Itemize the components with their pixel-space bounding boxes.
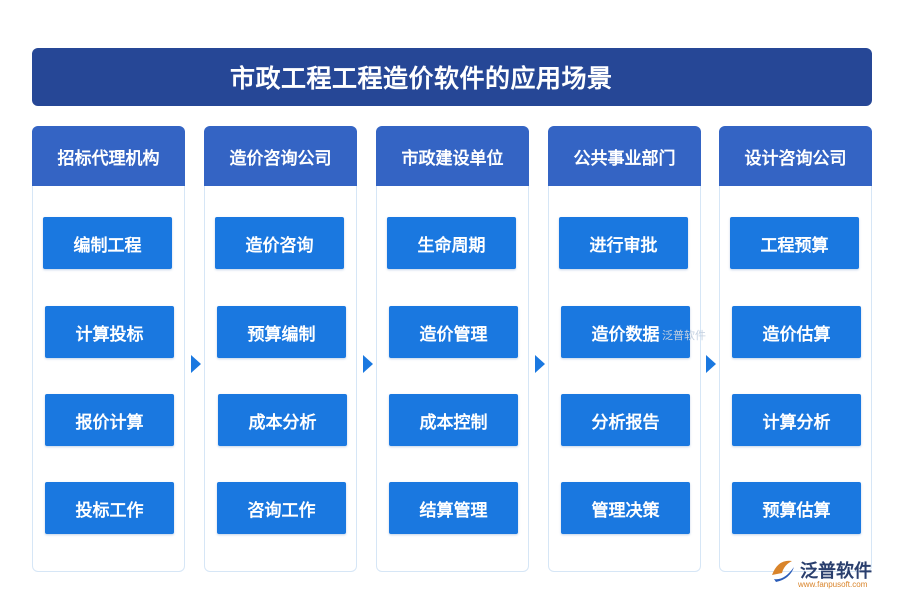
column-header-label: 造价咨询公司 [229,148,332,169]
column-header-label: 招标代理机构 [57,148,160,169]
item-label: 咨询工作 [247,500,316,521]
column-1: 招标代理机构 编制工程 计算投标 报价计算 投标工作 [32,126,185,572]
item-box: 分析报告 [561,394,690,446]
item-label: 预算估算 [762,500,831,521]
column-header: 造价咨询公司 [204,126,357,186]
item-label: 造价管理 [419,324,488,345]
item-box: 造价数据 [561,306,690,358]
arrow-right-icon [363,355,373,373]
item-box: 造价管理 [389,306,518,358]
column-2: 造价咨询公司 造价咨询 预算编制 成本分析 咨询工作 [204,126,357,572]
column-header-label: 设计咨询公司 [744,148,847,169]
column-3: 市政建设单位 生命周期 造价管理 成本控制 结算管理 [376,126,529,572]
page-title: 市政工程工程造价软件的应用场景 [230,64,613,93]
item-label: 预算编制 [247,324,316,345]
column-header: 公共事业部门 [548,126,701,186]
column-5: 设计咨询公司 工程预算 造价估算 计算分析 预算估算 [719,126,872,572]
item-label: 分析报告 [591,412,660,433]
item-box: 结算管理 [389,482,518,534]
logo-url: www.fanpusoft.com [798,580,868,589]
item-label: 结算管理 [419,500,488,521]
item-box: 计算分析 [732,394,861,446]
logo-name: 泛普软件 [800,561,872,582]
item-label: 造价估算 [762,324,831,345]
item-label: 报价计算 [75,412,144,433]
watermark: 泛普软件 [662,329,706,342]
brand-logo: 泛普软件 www.fanpusoft.com [768,555,894,595]
item-box: 编制工程 [43,217,172,269]
item-box: 生命周期 [387,217,516,269]
column-header: 设计咨询公司 [719,126,872,186]
column-header-label: 市政建设单位 [401,148,504,169]
item-label: 投标工作 [75,500,144,521]
item-box: 工程预算 [730,217,859,269]
item-box: 成本控制 [389,394,518,446]
item-box: 管理决策 [561,482,690,534]
item-label: 造价数据 [591,324,660,345]
item-box: 投标工作 [45,482,174,534]
column-header-label: 公共事业部门 [573,148,676,169]
title-bar: 市政工程工程造价软件的应用场景 [32,48,872,106]
item-label: 成本分析 [248,412,317,433]
item-label: 造价咨询 [245,235,314,256]
column-header: 市政建设单位 [376,126,529,186]
item-label: 计算投标 [75,324,144,345]
column-4: 公共事业部门 进行审批 造价数据 分析报告 管理决策 [548,126,701,572]
arrow-right-icon [706,355,716,373]
item-box: 预算编制 [217,306,346,358]
item-label: 生命周期 [417,235,486,256]
item-box: 报价计算 [45,394,174,446]
item-label: 计算分析 [762,412,831,433]
item-box: 造价估算 [732,306,861,358]
item-box: 造价咨询 [215,217,344,269]
item-box: 预算估算 [732,482,861,534]
item-box: 咨询工作 [217,482,346,534]
column-header: 招标代理机构 [32,126,185,186]
item-box: 进行审批 [559,217,688,269]
arrow-right-icon [535,355,545,373]
item-label: 进行审批 [589,235,658,256]
item-box: 计算投标 [45,306,174,358]
item-label: 工程预算 [760,235,829,256]
item-box: 成本分析 [218,394,347,446]
item-label: 编制工程 [73,235,142,256]
item-label: 成本控制 [419,412,488,433]
arrow-right-icon [191,355,201,373]
logo-mark-icon [772,560,794,582]
item-label: 管理决策 [591,500,660,521]
